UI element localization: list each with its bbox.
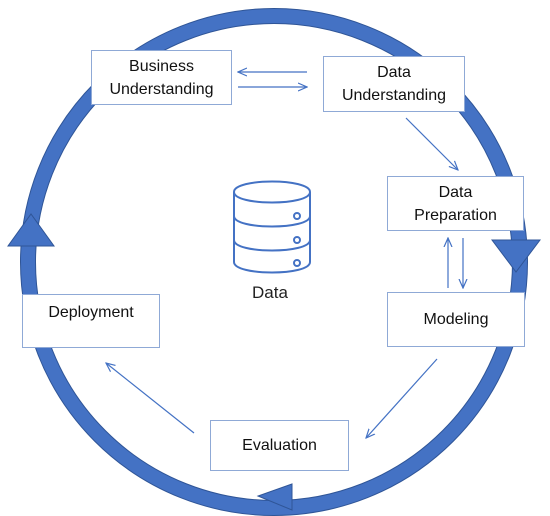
data-preparation-label-line2: Preparation — [414, 206, 497, 224]
data-preparation-label-line1: Data — [438, 183, 473, 201]
modeling-label: Modeling — [423, 311, 489, 328]
business-understanding-box: Business Understanding — [91, 50, 232, 105]
data-label: Data — [252, 283, 288, 302]
cycle-arrowhead-left — [7, 213, 55, 247]
data-understanding-label-line2: Understanding — [341, 87, 447, 104]
data-understanding-box: Data Understanding — [323, 56, 465, 112]
evaluation-label: Evaluation — [242, 437, 317, 454]
data-understanding-label-line1: Data — [377, 64, 411, 81]
evaluation-box: Evaluation — [210, 420, 349, 471]
arrow-data-understanding-to-data-preparation — [405, 117, 458, 170]
cycle-arrowhead-bottom — [256, 483, 293, 511]
deployment-label: Deployment — [48, 304, 134, 321]
data-preparation-box: Data Preparation — [387, 176, 524, 231]
arrow-modeling-to-evaluation — [366, 358, 438, 438]
modeling-box: Modeling — [387, 292, 525, 347]
database-icon — [233, 180, 311, 274]
business-understanding-label-line2: Understanding — [109, 80, 214, 98]
arrow-evaluation-to-deployment — [106, 363, 195, 434]
deployment-box: Deployment — [22, 294, 160, 348]
cycle-arrowhead-right — [491, 239, 541, 273]
business-understanding-label-line1: Business — [129, 57, 194, 75]
